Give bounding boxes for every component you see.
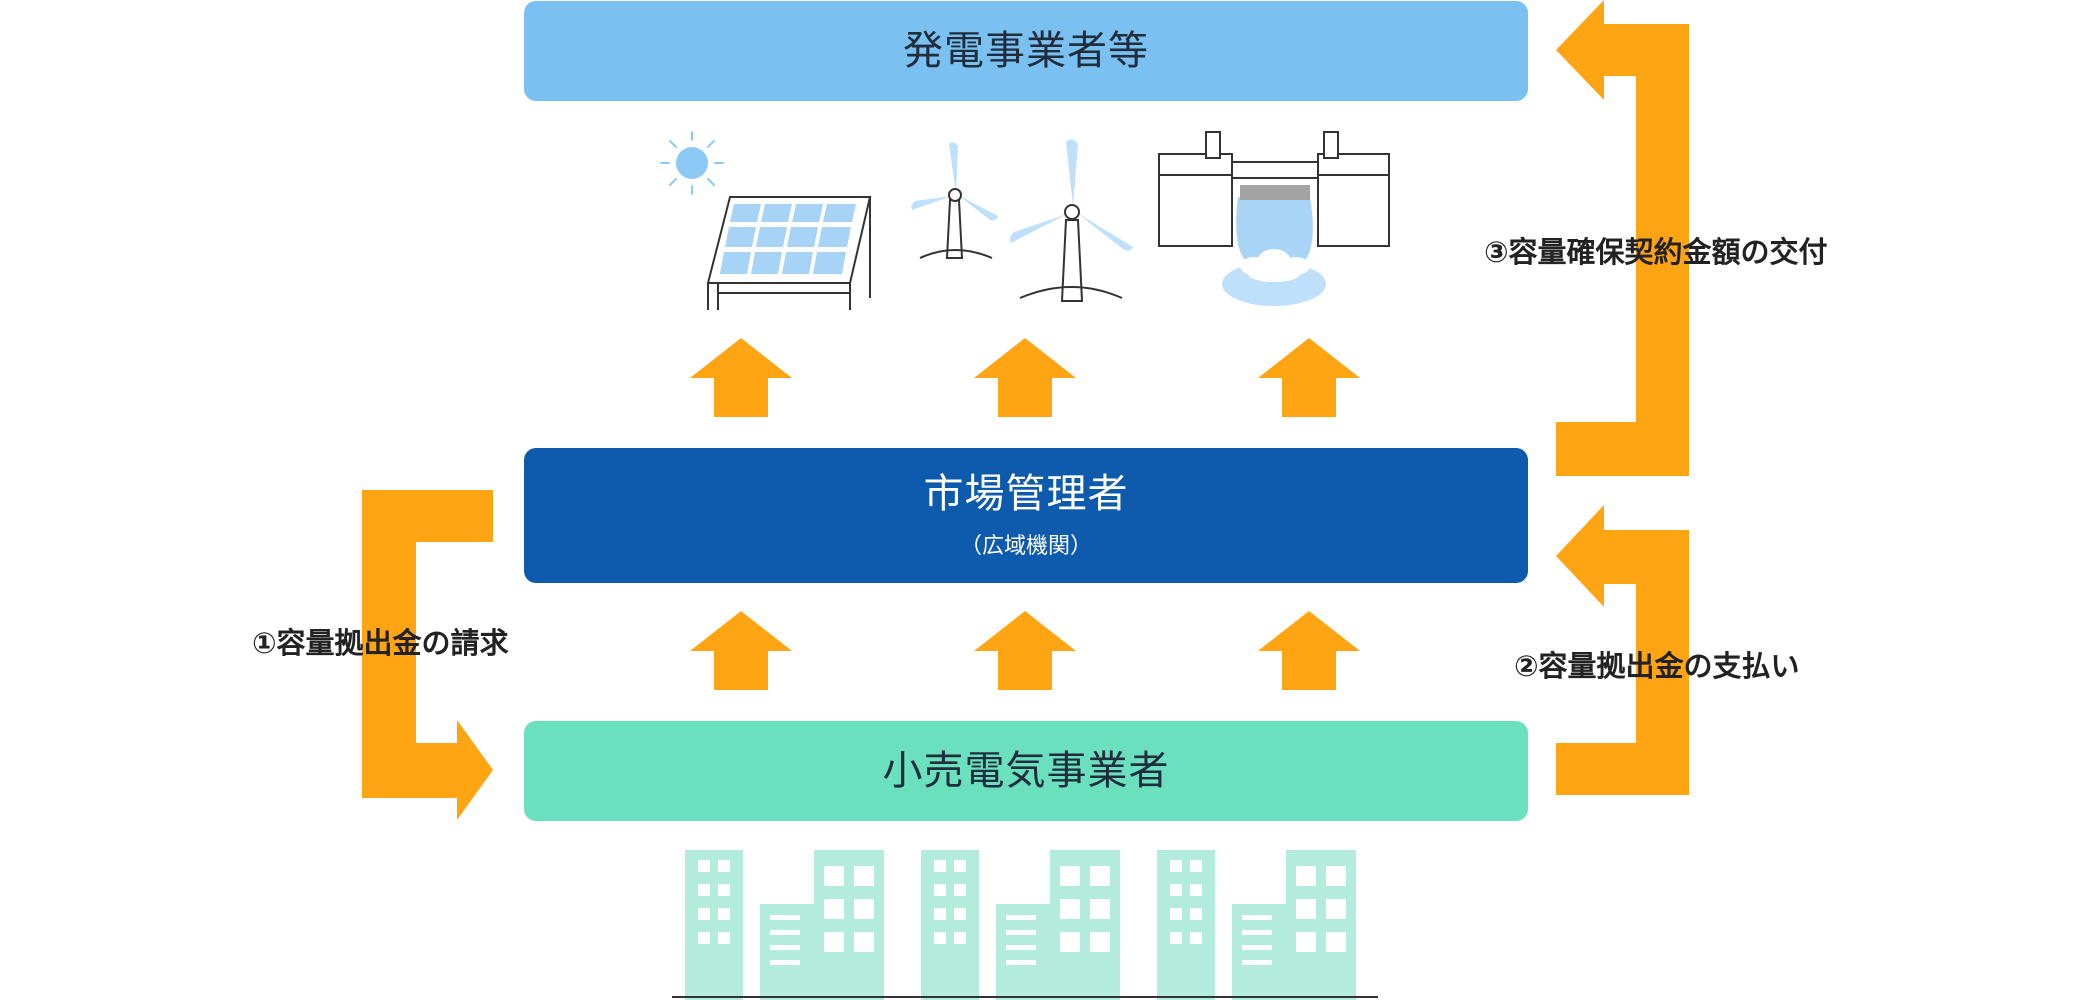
market-manager-box: 市場管理者 （広域機関） <box>524 448 1528 583</box>
generators-box: 発電事業者等 <box>524 1 1528 101</box>
up-arrow-icon <box>974 338 1076 417</box>
building-icon <box>685 850 884 1000</box>
retailers-title: 小売電気事業者 <box>882 748 1170 794</box>
retailers-box: 小売電気事業者 <box>524 721 1528 821</box>
up-arrow-icon <box>974 611 1076 690</box>
building-icon <box>1157 850 1356 1000</box>
up-arrow-icon <box>1258 611 1360 690</box>
wind-turbine-icon <box>911 142 998 259</box>
market-manager-title: 市場管理者 <box>923 470 1129 517</box>
up-arrow-icon <box>690 611 792 690</box>
market-manager-subtitle: （広域機関） <box>959 533 1092 559</box>
up-arrow-icon <box>1258 338 1360 417</box>
generators-title: 発電事業者等 <box>903 28 1149 74</box>
flow-arrow-icon <box>1556 0 1689 476</box>
solar-panel-icon <box>706 196 872 310</box>
request-flow-label: ①容量拠出金の請求 <box>252 626 509 660</box>
grant-flow-label: ③容量確保契約金額の交付 <box>1484 235 1828 269</box>
wind-turbine-icon <box>1010 139 1133 302</box>
payment-flow-label: ②容量拠出金の支払い <box>1514 649 1800 683</box>
building-icon <box>921 850 1120 1000</box>
flow-arrow-icon <box>362 490 493 820</box>
hydro-dam-icon <box>1158 131 1390 306</box>
up-arrow-icon <box>690 338 792 417</box>
sun-icon <box>660 131 724 195</box>
flow-arrow-icon <box>1556 505 1689 795</box>
